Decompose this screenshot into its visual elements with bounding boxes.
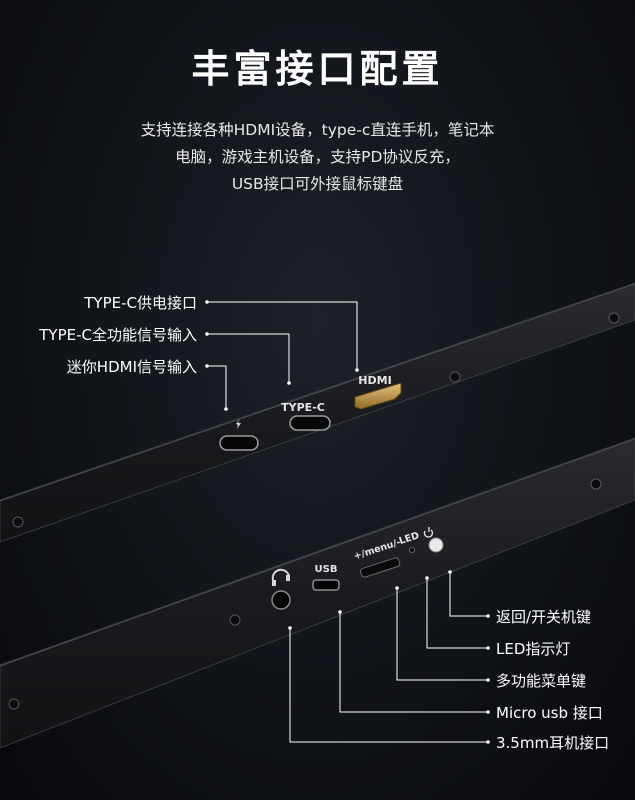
- usb-print: USB: [315, 564, 338, 575]
- bottom-panel: USB +/menu/- LED: [0, 437, 635, 749]
- typec-signal-port: TYPE-C: [281, 401, 331, 431]
- headphone-jack: [271, 568, 291, 610]
- callout-mini-hdmi: 迷你HDMI信号输入: [66, 358, 197, 376]
- callout-typec-power: TYPE-C供电接口: [84, 294, 197, 312]
- top-callout-lines: [205, 300, 359, 411]
- callout-menu-key: 多功能菜单键: [496, 672, 587, 690]
- typec-print: TYPE-C: [281, 401, 325, 414]
- callout-power-button: 返回/开关机键: [496, 608, 592, 626]
- typec-power-port: [219, 419, 259, 451]
- callout-micro-usb: Micro usb 接口: [496, 704, 603, 722]
- callout-headphone: 3.5mm耳机接口: [496, 734, 610, 752]
- bottom-callout-lines: [288, 570, 490, 744]
- callout-typec-signal: TYPE-C全功能信号输入: [39, 326, 197, 344]
- micro-usb-port: USB: [312, 564, 340, 591]
- power-button: [423, 527, 444, 553]
- top-panel: TYPE-C HDMI: [0, 282, 635, 543]
- description-line: 支持连接各种HDMI设备，type-c直连手机，笔记本: [140, 121, 495, 139]
- hdmi-port: HDMI: [354, 374, 402, 410]
- description-line: USB接口可外接鼠标键盘: [231, 175, 404, 193]
- hdmi-print: HDMI: [358, 374, 391, 387]
- description: 支持连接各种HDMI设备，type-c直连手机，笔记本 电脑，游戏主机设备，支持…: [0, 117, 635, 198]
- description-line: 电脑，游戏主机设备，支持PD协议反充，: [175, 148, 460, 166]
- callout-led: LED指示灯: [496, 640, 571, 658]
- page-title: 丰富接口配置: [191, 47, 444, 91]
